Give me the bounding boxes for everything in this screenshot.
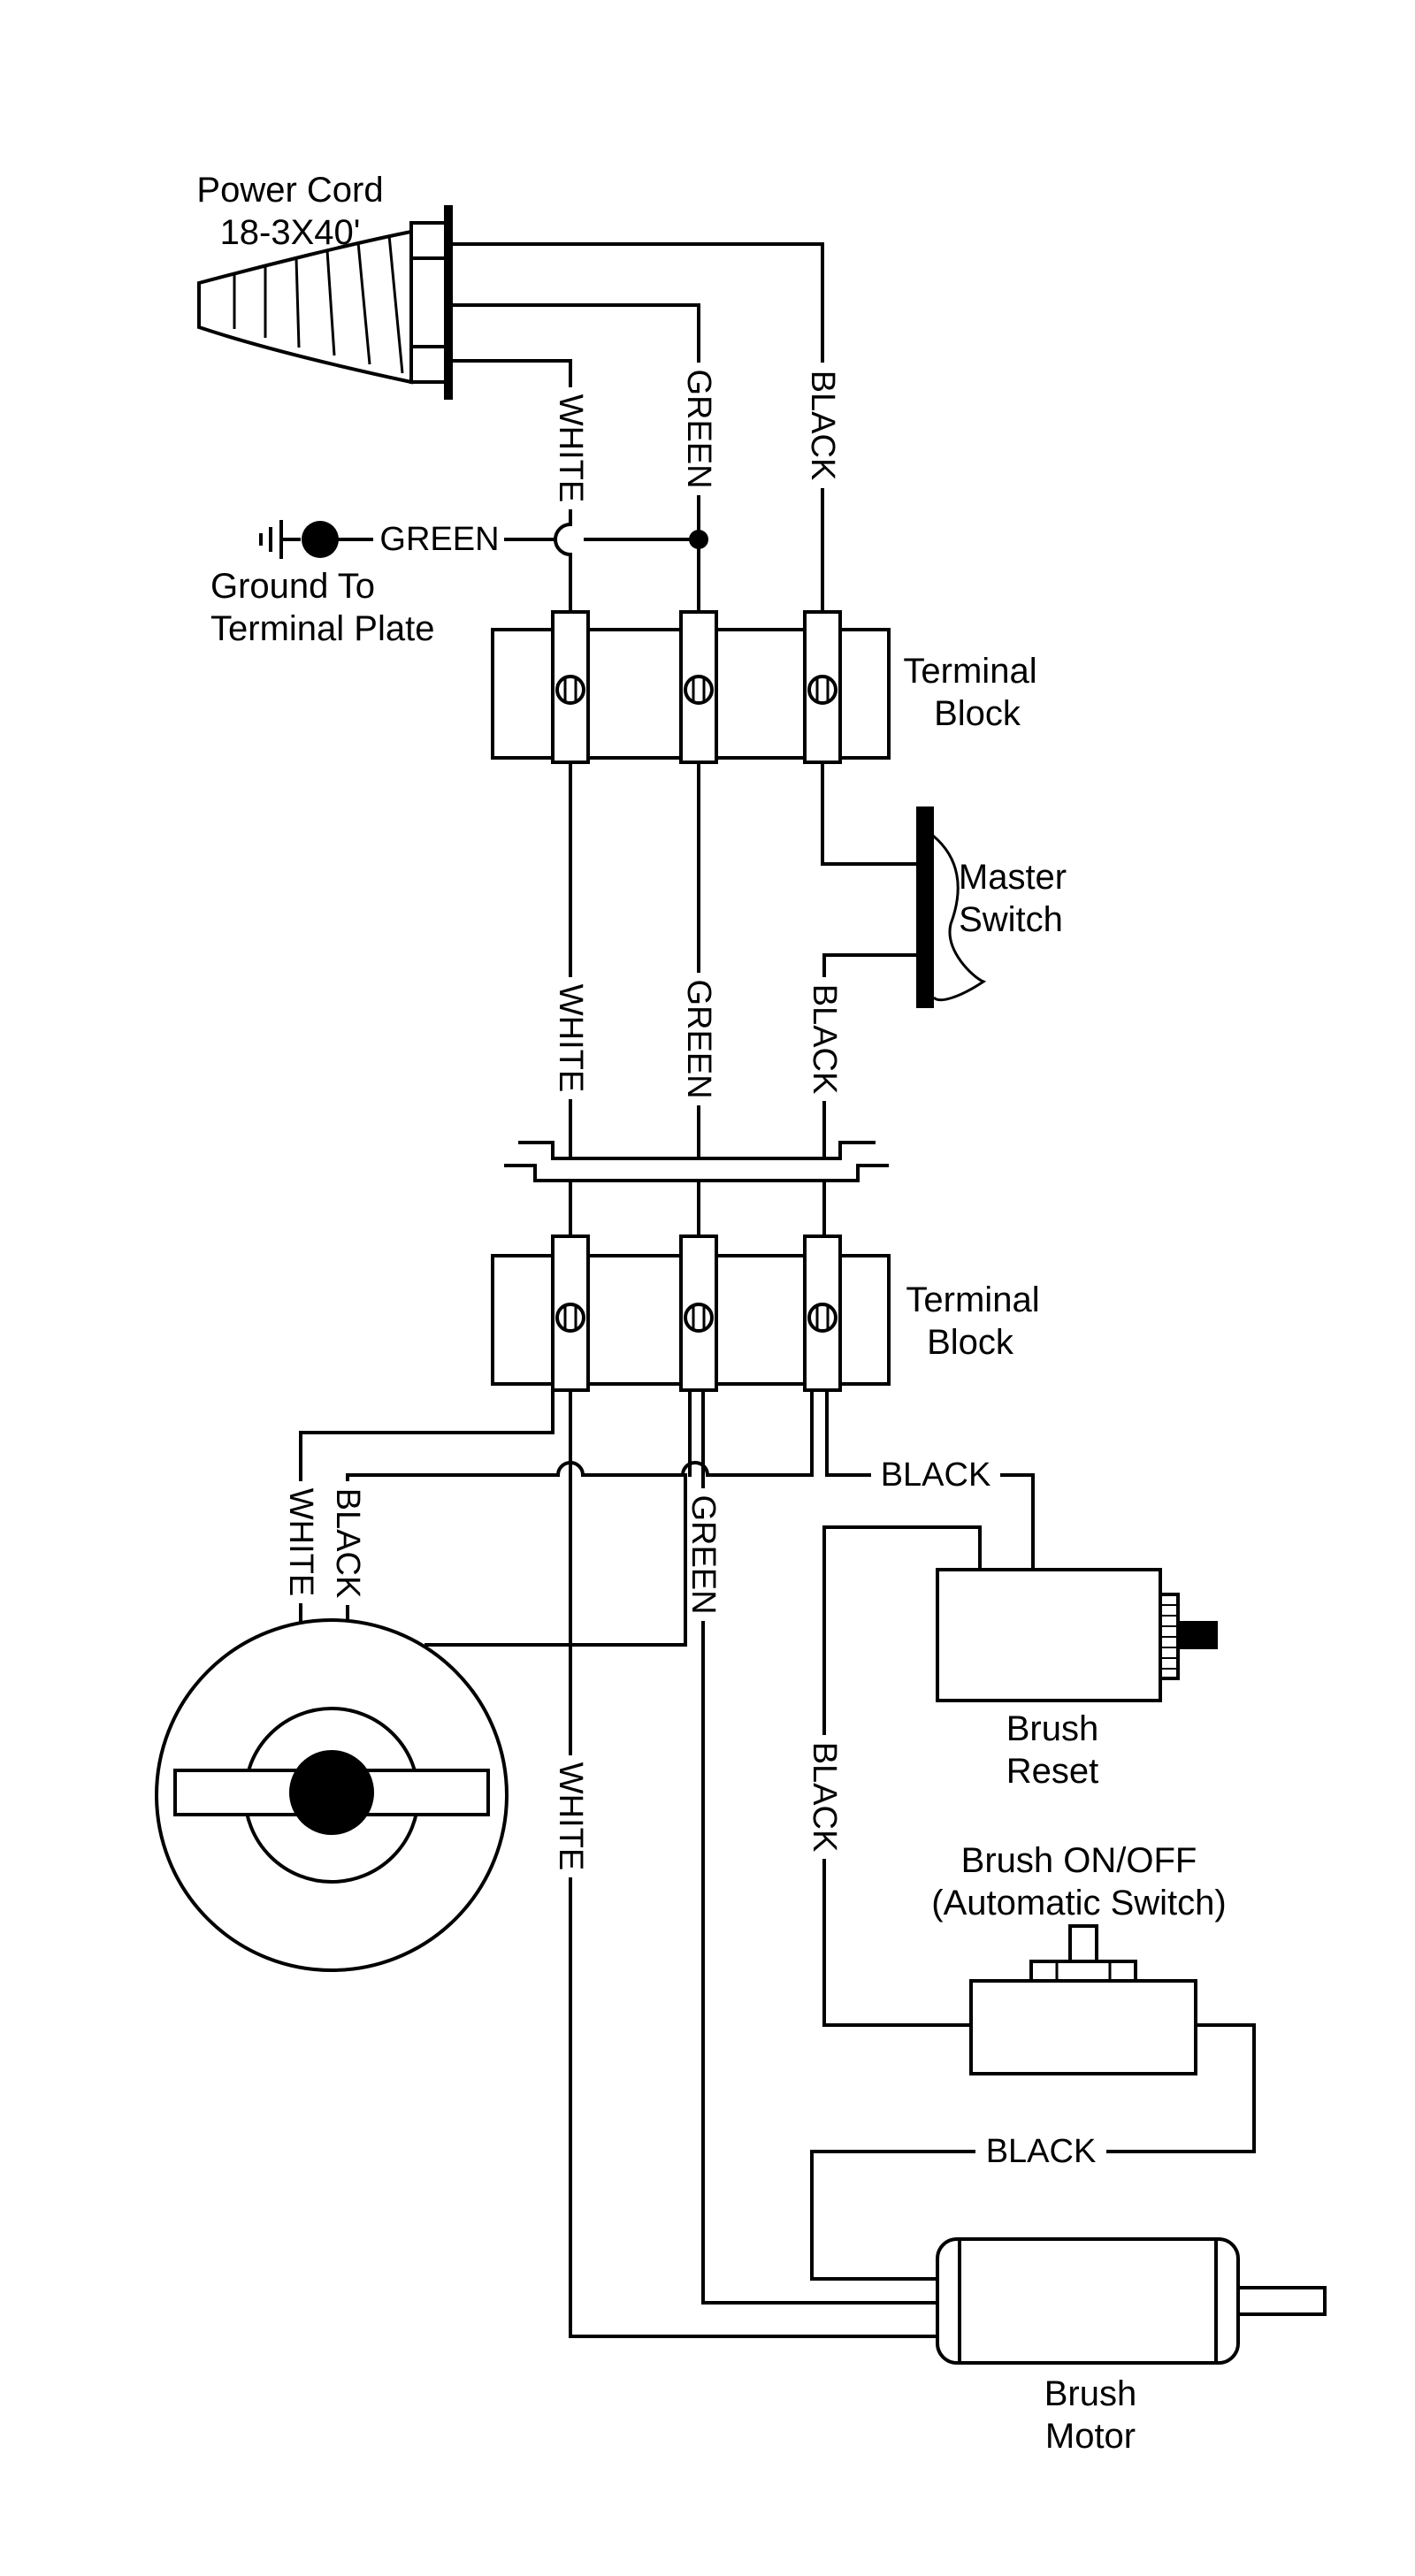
svg-text:Brush: Brush bbox=[1006, 1709, 1099, 1748]
brush-motor bbox=[936, 2237, 1327, 2365]
power-cord bbox=[197, 205, 453, 400]
svg-text:GREEN: GREEN bbox=[685, 1494, 722, 1614]
svg-text:Block: Block bbox=[934, 694, 1021, 733]
svg-text:BLACK: BLACK bbox=[881, 1456, 991, 1494]
svg-text:WHITE: WHITE bbox=[552, 394, 589, 502]
wire-label-white-mid: WHITE bbox=[552, 977, 589, 1099]
label-brush-motor: Brush Motor bbox=[1044, 2374, 1137, 2456]
wire-label-green-lower: GREEN bbox=[685, 1488, 722, 1621]
svg-text:Switch: Switch bbox=[959, 900, 1063, 939]
label-ground: Ground To Terminal Plate bbox=[210, 567, 434, 648]
wire-label-green-ground: GREEN bbox=[373, 520, 504, 559]
terminal-screw bbox=[679, 610, 718, 764]
svg-text:(Automatic Switch): (Automatic Switch) bbox=[931, 1884, 1226, 1922]
svg-text:GREEN: GREEN bbox=[680, 979, 717, 1098]
brush-rotor bbox=[155, 1618, 509, 1972]
master-switch bbox=[916, 806, 987, 1008]
label-power-cord: Power Cord 18-3X40' bbox=[196, 171, 383, 252]
svg-text:Block: Block bbox=[927, 1323, 1014, 1362]
svg-text:Reset: Reset bbox=[1006, 1752, 1099, 1791]
svg-text:GREEN: GREEN bbox=[379, 521, 499, 558]
svg-text:Power Cord: Power Cord bbox=[196, 171, 383, 210]
wire-label-white-lower: WHITE bbox=[552, 1755, 589, 1877]
label-terminal-block-top: Terminal Block bbox=[903, 652, 1036, 733]
terminal-screw bbox=[551, 610, 590, 764]
label-brush-onoff: Brush ON/OFF (Automatic Switch) bbox=[931, 1841, 1226, 1922]
svg-text:BLACK: BLACK bbox=[806, 1742, 843, 1853]
wire-label-green-cord: GREEN bbox=[680, 363, 717, 495]
svg-text:WHITE: WHITE bbox=[552, 984, 589, 1092]
svg-text:Brush ON/OFF: Brush ON/OFF bbox=[961, 1841, 1197, 1880]
svg-text:BLACK: BLACK bbox=[986, 2133, 1097, 2170]
svg-text:Terminal Plate: Terminal Plate bbox=[210, 609, 434, 648]
terminal-block-bottom bbox=[491, 1234, 891, 1392]
green-junction-dot bbox=[689, 530, 708, 549]
svg-text:Motor: Motor bbox=[1045, 2417, 1136, 2456]
brush-reset bbox=[936, 1568, 1218, 1702]
svg-text:Terminal: Terminal bbox=[906, 1280, 1039, 1319]
svg-text:Brush: Brush bbox=[1044, 2374, 1137, 2413]
brush-onoff-switch bbox=[969, 1924, 1197, 2075]
ground-symbol bbox=[259, 520, 339, 559]
svg-text:Master: Master bbox=[959, 858, 1067, 897]
wire-label-white-motor-left: WHITE bbox=[282, 1481, 319, 1603]
wire-label-black-cord: BLACK bbox=[804, 363, 841, 488]
terminal-block-top bbox=[491, 610, 891, 764]
svg-text:18-3X40': 18-3X40' bbox=[220, 213, 361, 252]
svg-text:WHITE: WHITE bbox=[282, 1488, 319, 1596]
svg-text:GREEN: GREEN bbox=[680, 369, 717, 488]
svg-text:BLACK: BLACK bbox=[806, 984, 843, 1095]
terminal-screw bbox=[679, 1234, 718, 1392]
label-master-switch: Master Switch bbox=[959, 858, 1067, 939]
wire-label-black-motor-left: BLACK bbox=[329, 1481, 366, 1605]
connector-plate bbox=[504, 1141, 889, 1182]
wire-label-black-to-reset: BLACK bbox=[871, 1456, 1000, 1494]
svg-text:Terminal: Terminal bbox=[903, 652, 1036, 691]
terminal-screw bbox=[551, 1234, 590, 1392]
label-terminal-block-bottom: Terminal Block bbox=[906, 1280, 1039, 1362]
svg-text:BLACK: BLACK bbox=[329, 1488, 366, 1599]
wire-label-green-mid: GREEN bbox=[680, 973, 717, 1105]
label-brush-reset: Brush Reset bbox=[1006, 1709, 1099, 1791]
svg-text:BLACK: BLACK bbox=[804, 371, 841, 481]
terminal-screw bbox=[803, 610, 842, 764]
wire-label-black-mid: BLACK bbox=[806, 977, 843, 1101]
wire-label-black-reset-down: BLACK bbox=[806, 1735, 843, 1859]
svg-text:WHITE: WHITE bbox=[552, 1762, 589, 1870]
terminal-screw bbox=[803, 1234, 842, 1392]
wire-label-black-switch-motor: BLACK bbox=[975, 2132, 1106, 2171]
svg-text:Ground To: Ground To bbox=[210, 567, 375, 606]
wire-label-white-cord: WHITE bbox=[552, 387, 589, 509]
